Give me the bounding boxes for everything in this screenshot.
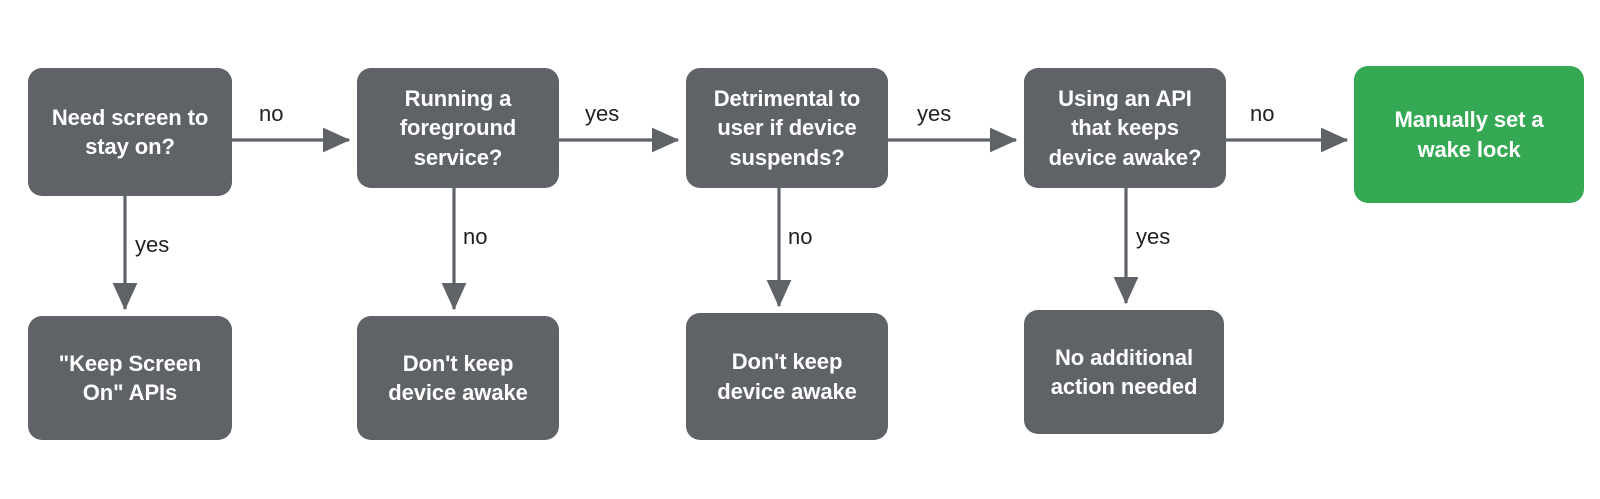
node-manually-set-a-wake-lock[interactable]: Manually set a wake lock [1354, 66, 1584, 203]
node-using-api-that-keeps-device-awake[interactable]: Using an API that keeps device awake? [1024, 68, 1226, 188]
node-foreground-service[interactable]: Running a foreground service? [357, 68, 559, 188]
node-no-additional-action-needed[interactable]: No additional action needed [1024, 310, 1224, 434]
node-keep-screen-on-apis[interactable]: "Keep Screen On" APIs [28, 316, 232, 440]
node-detrimental-if-device-suspends[interactable]: Detrimental to user if device suspends? [686, 68, 888, 188]
node-dont-keep-device-awake-1[interactable]: Don't keep device awake [357, 316, 559, 440]
node-dont-keep-device-awake-2[interactable]: Don't keep device awake [686, 313, 888, 440]
edge-label-api-keeps-awake-yes: yes [1136, 224, 1171, 249]
edge-label-need-screen-on-no: no [259, 101, 284, 126]
edge-label-foreground-service-no: no [463, 224, 488, 249]
node-need-screen-on[interactable]: Need screen to stay on? [28, 68, 232, 196]
edge-label-detrimental-yes: yes [917, 101, 952, 126]
edge-label-api-keeps-awake-no: no [1250, 101, 1275, 126]
edge-label-need-screen-on-yes: yes [135, 232, 170, 257]
edge-label-foreground-service-yes: yes [585, 101, 620, 126]
edge-label-detrimental-no: no [788, 224, 813, 249]
